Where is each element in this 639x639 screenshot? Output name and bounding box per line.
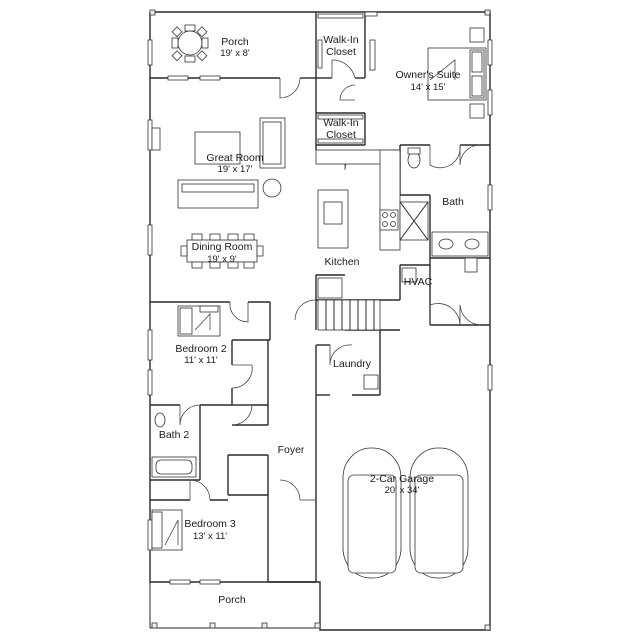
label-foyer: Foyer	[278, 444, 305, 456]
refrigerator	[317, 277, 343, 299]
label-owners-suite: Owner's Suite	[395, 69, 460, 81]
label-walkin-closet-2b: Closet	[326, 129, 356, 141]
label-porch-rear-dim: 19' x 8'	[220, 48, 250, 59]
label-bath: Bath	[442, 196, 464, 208]
label-bedroom-2-dim: 11' x 11'	[184, 355, 218, 366]
kitchen-counter-side	[379, 149, 401, 251]
label-walkin-closet-2: Walk-In	[323, 117, 358, 129]
label-dining-room: Dining Room	[192, 241, 253, 253]
label-dining-room-dim: 19' x 9'	[207, 254, 237, 265]
coffee-table	[194, 131, 241, 165]
label-walkin-closet-1b: Closet	[326, 46, 356, 58]
hvac-unit	[401, 267, 417, 283]
label-owners-suite-dim: 14' x 15'	[411, 82, 446, 93]
label-kitchen: Kitchen	[324, 256, 359, 268]
porch-table	[177, 30, 203, 56]
label-bedroom-3-dim: 13' x 11'	[193, 531, 227, 542]
garage-cars	[342, 447, 469, 579]
room-labels: Porch 19' x 8' Walk-In Closet Owner's Su…	[159, 34, 464, 606]
dresser	[369, 39, 376, 71]
label-bath-2: Bath 2	[159, 429, 190, 441]
toilet-bath2	[154, 412, 166, 428]
label-porch-front: Porch	[218, 594, 246, 606]
label-walkin-closet-1: Walk-In	[323, 34, 358, 46]
side-table	[262, 178, 282, 198]
linen	[464, 257, 478, 273]
range	[379, 209, 399, 231]
label-great-room: Great Room	[206, 152, 263, 164]
stairs	[317, 299, 381, 331]
label-bedroom-2: Bedroom 2	[175, 343, 227, 355]
doors	[179, 59, 481, 501]
label-garage: 2-Car Garage	[370, 473, 434, 485]
label-laundry: Laundry	[333, 358, 372, 370]
furniture	[149, 9, 491, 631]
label-garage-dim: 20' x 34'	[385, 485, 420, 496]
label-hvac: HVAC	[404, 276, 433, 288]
label-great-room-dim: 19' x 17'	[218, 164, 253, 175]
laundry-sink	[363, 374, 379, 390]
label-porch-rear: Porch	[221, 36, 249, 48]
label-bedroom-3: Bedroom 3	[184, 518, 236, 530]
